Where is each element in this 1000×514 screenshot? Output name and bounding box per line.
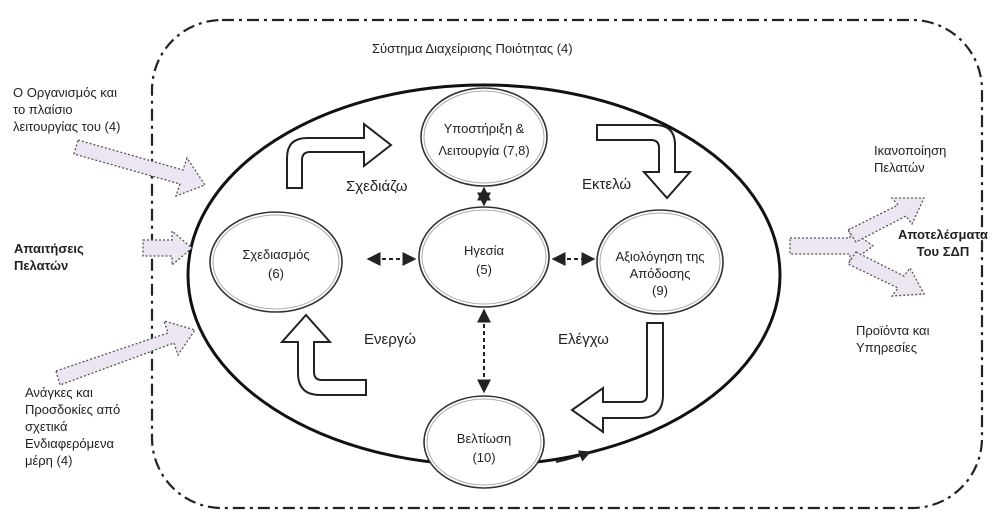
output-satisfaction-label: Ικανοποίηση Πελατών: [874, 143, 947, 175]
node-planning-label: Σχεδιασμός (6): [242, 247, 310, 281]
node-support-circle: [420, 87, 548, 187]
return-arrow: [555, 450, 592, 463]
cycle-act-label: Ενεργώ: [364, 331, 416, 348]
input-organization-label: Ο Οργανισμός και το πλαίσιο λειτουργίας …: [13, 85, 121, 134]
node-planning-circle-inner: [212, 214, 340, 310]
node-evaluation-circle: [596, 209, 724, 315]
cycle-arrow-act: [279, 313, 367, 396]
cycle-arrow-check: [570, 322, 664, 434]
node-planning-circle: [209, 211, 343, 313]
cycle-arrow-do: [596, 124, 693, 200]
input-stakeholders-label: Ανάγκες και Προσδοκίες από σχετικά Ενδια…: [25, 385, 121, 468]
output-results-label: Αποτελέσματα Του ΣΔΠ: [898, 227, 988, 259]
node-improvement-label: Βελτίωση (10): [456, 431, 512, 465]
input-arrow-requirements: [142, 229, 194, 267]
cycle-arrow-plan: [286, 121, 393, 189]
node-evaluation-circle-inner: [599, 212, 721, 312]
input-requirements-label: Απαιτήσεις Πελατών: [14, 241, 84, 273]
output-arrow-satisfaction: [847, 197, 926, 243]
system-boundary: [150, 18, 984, 510]
node-support-label: Υποστήριξη & Λειτουργία (7,8): [438, 121, 530, 158]
node-evaluation-label: Αξιολόγηση της Απόδοσης (9): [615, 249, 705, 298]
node-leadership-circle-inner: [421, 209, 547, 305]
system-title: Σύστημα Διαχείρισης Ποιότητας (4): [372, 41, 573, 56]
output-arrow-products: [847, 251, 926, 297]
node-support-circle-inner: [423, 90, 545, 184]
cycle-plan-label: Σχεδιάζω: [346, 178, 408, 195]
node-leadership-label: Ηγεσία (5): [463, 243, 505, 277]
node-improvement-circle-inner: [426, 398, 542, 486]
input-arrow-stakeholders: [55, 320, 197, 386]
node-leadership-circle: [418, 206, 550, 308]
node-improvement-circle: [423, 395, 545, 489]
input-arrow-organization: [73, 139, 206, 198]
cycle-check-label: Ελέγχω: [558, 331, 609, 348]
output-products-label: Προϊόντα και Υπηρεσίες: [856, 323, 930, 355]
cycle-do-label: Εκτελώ: [582, 176, 632, 193]
